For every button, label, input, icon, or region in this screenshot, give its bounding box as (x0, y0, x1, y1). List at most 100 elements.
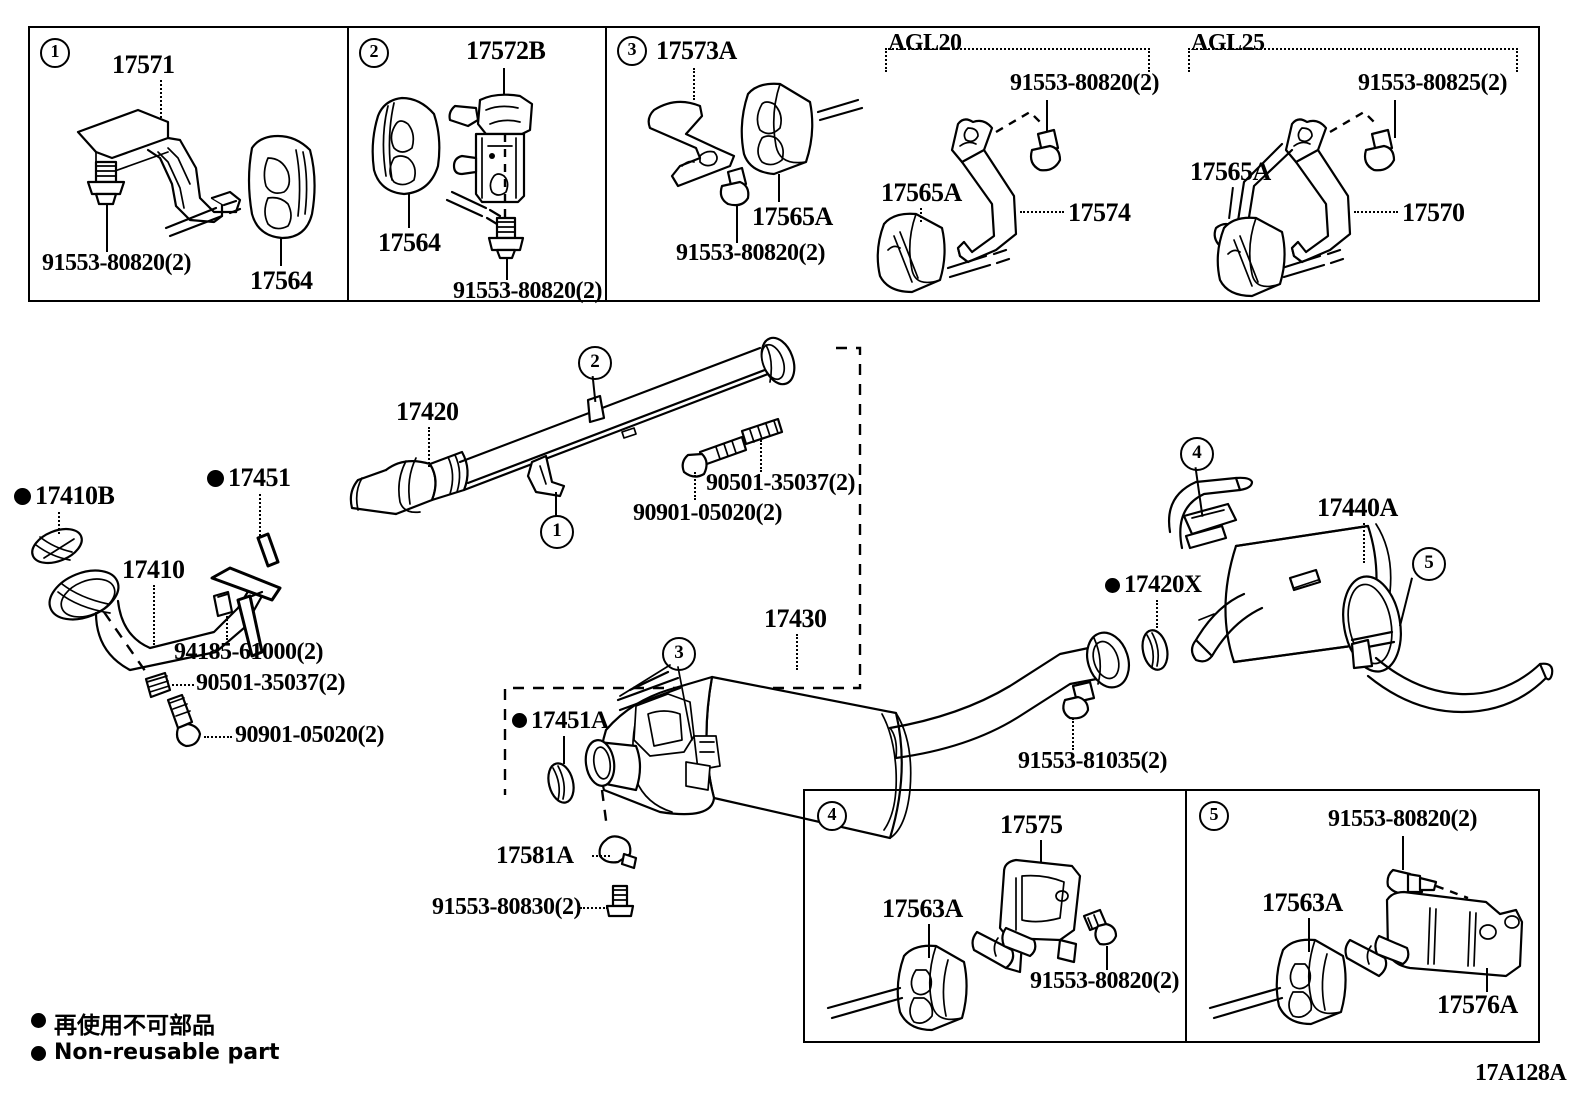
leader-91553-80830 (580, 907, 608, 909)
label-17440A: 17440A (1317, 493, 1398, 522)
leader-17451 (259, 494, 261, 536)
label-91553-80830: 91553-80830(2) (432, 894, 581, 920)
label-91553-p1: 91553-80820(2) (42, 250, 191, 276)
panel-4-callout-label: 4 (827, 804, 837, 824)
leader-17571 (160, 80, 162, 122)
label-17571: 17571 (112, 50, 175, 79)
legend-dot-en (31, 1046, 46, 1061)
leader-17574 (1020, 211, 1064, 213)
main-callout-3-label: 3 (674, 642, 684, 663)
leader-90901-center (694, 472, 696, 500)
leader-17564-p1 (280, 238, 282, 266)
panel-5-callout: 5 (1199, 801, 1229, 831)
panel-2-callout-label: 2 (369, 41, 379, 61)
panel-2-callout: 2 (359, 38, 389, 68)
label-agl25: AGL25 (1191, 30, 1265, 56)
top-panel-group (28, 26, 1540, 302)
leader-17581A (592, 855, 610, 857)
label-17451A: 17451A (531, 707, 609, 734)
label-90501-left: 90501-35037(2) (196, 670, 345, 696)
leader-91553-p3 (736, 205, 738, 243)
label-91553-p4: 91553-80820(2) (1030, 968, 1179, 994)
leader-17410B (58, 512, 60, 534)
label-91553-p5: 91553-80820(2) (1328, 806, 1477, 832)
nonreusable-dot-17451 (207, 470, 224, 487)
panel-4-callout: 4 (817, 801, 847, 831)
nonreusable-dot-17451A (512, 713, 527, 728)
label-17570: 17570 (1402, 198, 1465, 227)
label-17576A: 17576A (1437, 990, 1518, 1019)
bottom-panel-group (803, 789, 1540, 1043)
top-panel-divider-1 (347, 28, 349, 300)
leader-90501-left (172, 684, 194, 686)
label-17565A-p3: 17565A (752, 202, 833, 231)
label-17574: 17574 (1068, 198, 1131, 227)
label-17575: 17575 (1000, 810, 1063, 839)
leader-17451A (563, 736, 565, 764)
leader-90501-center (760, 440, 762, 472)
panel-1-callout: 1 (40, 38, 70, 68)
main-callout-5: 5 (1412, 547, 1446, 581)
main-callout-1: 1 (540, 515, 574, 549)
label-91553-81035: 91553-81035(2) (1018, 748, 1167, 774)
label-90901-center: 90901-05020(2) (633, 500, 782, 526)
label-91553-agl20: 91553-80820(2) (1010, 70, 1159, 96)
leader-17576A (1486, 968, 1488, 992)
diagram-code: 17A128A (1475, 1060, 1567, 1086)
leader-17572B (503, 68, 505, 100)
leader-91553-81035 (1072, 718, 1074, 750)
leader-main-callout-1 (555, 492, 557, 516)
leader-17430 (796, 634, 798, 670)
main-callout-4-label: 4 (1192, 442, 1202, 463)
label-17420: 17420 (396, 397, 459, 426)
bottom-panel-divider (1185, 791, 1187, 1041)
leader-91553-p5 (1402, 836, 1404, 870)
main-callout-2-label: 2 (590, 351, 600, 372)
main-callout-5-label: 5 (1424, 552, 1434, 573)
leader-17563A-p5 (1308, 918, 1310, 952)
label-17573A: 17573A (656, 36, 737, 65)
leader-17565A-p3 (778, 174, 780, 202)
label-17563A-p4: 17563A (882, 894, 963, 923)
nonreusable-dot-17410B (14, 488, 31, 505)
label-17410: 17410 (122, 555, 185, 584)
label-17563A-p5: 17563A (1262, 888, 1343, 917)
leader-17575 (1040, 840, 1042, 872)
leader-91553-p4 (1106, 946, 1108, 970)
label-91553-agl25: 91553-80825(2) (1358, 70, 1507, 96)
leader-94185 (226, 616, 228, 640)
leader-91553-p2 (506, 258, 508, 280)
label-17410B: 17410B (35, 481, 115, 510)
label-90901-left: 90901-05020(2) (235, 722, 384, 748)
panel-3-callout-label: 3 (627, 39, 637, 59)
nonreusable-dot-17420X (1105, 578, 1120, 593)
label-agl20: AGL20 (888, 30, 962, 56)
leader-17565A-agl20 (920, 208, 922, 222)
leader-17410 (153, 585, 155, 645)
label-17565A-agl20: 17565A (881, 178, 962, 207)
leader-17573A (693, 68, 695, 100)
leader-17420 (428, 427, 430, 467)
panel-1-callout-label: 1 (50, 41, 60, 61)
label-17430: 17430 (764, 604, 827, 633)
label-91553-p3: 91553-80820(2) (676, 240, 825, 266)
main-callout-1-label: 1 (552, 520, 562, 541)
leader-91553-agl25 (1394, 100, 1396, 138)
main-callout-2: 2 (578, 346, 612, 380)
legend-text-jp: 再使用不可部品 (54, 1013, 215, 1039)
label-94185: 94185-61000(2) (174, 639, 323, 665)
leader-90901-left (204, 736, 232, 738)
leader-17570 (1354, 211, 1398, 213)
panel-5-callout-label: 5 (1209, 804, 1219, 824)
leader-91553-agl20 (1046, 100, 1048, 138)
label-17565A-agl25: 17565A (1190, 157, 1271, 186)
